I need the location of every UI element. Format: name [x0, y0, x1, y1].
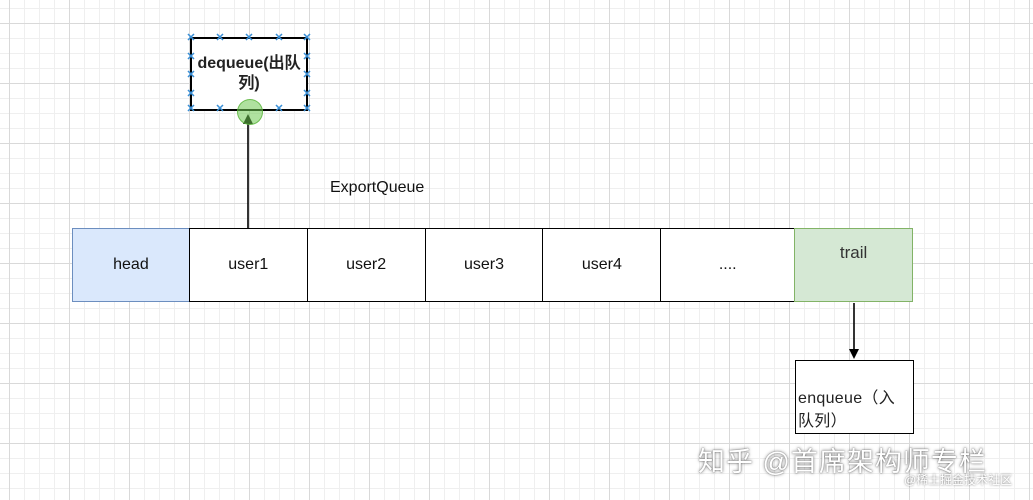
selection-handle-icon[interactable]: ✕	[186, 88, 196, 100]
selection-handle-icon[interactable]: ✕	[274, 103, 284, 115]
selection-handle-icon[interactable]: ✕	[186, 69, 196, 81]
export-queue-label: ExportQueue	[330, 179, 425, 196]
dequeue-box[interactable]: dequeue(出队列) ✕ ✕ ✕ ✕ ✕ ✕ ✕ ✕ ✕ ✕ ✕ ✕ ✕ ✕…	[186, 33, 311, 115]
enqueue-label: enqueue（入队列）	[798, 390, 895, 430]
queue-cell-ellipsis[interactable]: ....	[660, 228, 796, 302]
connection-point-icon[interactable]	[237, 99, 263, 125]
selection-handle-icon[interactable]: ✕	[244, 32, 254, 44]
selection-handle-icon[interactable]: ✕	[186, 51, 196, 63]
queue-cell-label: ....	[718, 256, 737, 273]
selection-handle-icon[interactable]: ✕	[186, 103, 196, 115]
watermark-small-text: @稀土掘金技术社区	[904, 473, 1013, 487]
watermark-text: 知乎 @首席架构师专栏	[698, 447, 987, 477]
queue-cell-head[interactable]: head	[72, 228, 190, 302]
queue-cell-label: head	[113, 256, 149, 273]
selection-handle-icon[interactable]: ✕	[215, 32, 225, 44]
queue-cell-user1[interactable]: user1	[188, 228, 308, 302]
selection-handle-icon[interactable]: ✕	[302, 32, 312, 44]
queue-cell-label: user2	[346, 256, 387, 273]
selection-handle-icon[interactable]: ✕	[302, 103, 312, 115]
queue-cell-label: user3	[463, 256, 505, 273]
selection-handle-icon[interactable]: ✕	[274, 32, 284, 44]
dequeue-label: dequeue(出队列)	[197, 55, 301, 92]
queue-cell-trail[interactable]: trail	[794, 228, 913, 302]
selection-handle-icon[interactable]: ✕	[302, 88, 312, 100]
selection-handle-icon[interactable]: ✕	[302, 51, 312, 63]
queue-cell-label: trail	[839, 243, 868, 262]
queue-cell-label: user4	[581, 256, 622, 273]
queue-cell-user3[interactable]: user3	[424, 228, 544, 302]
selection-handle-icon[interactable]: ✕	[215, 103, 225, 115]
queue-row: head user1 user2 user3 user4 .... trail	[72, 228, 913, 302]
enqueue-box[interactable]: enqueue（入队列）	[795, 360, 914, 434]
queue-cell-label: user1	[228, 256, 269, 273]
selection-handle-icon[interactable]: ✕	[302, 69, 312, 81]
queue-cell-user4[interactable]: user4	[542, 228, 662, 302]
selection-handle-icon[interactable]: ✕	[186, 32, 196, 44]
queue-cell-user2[interactable]: user2	[306, 228, 426, 302]
